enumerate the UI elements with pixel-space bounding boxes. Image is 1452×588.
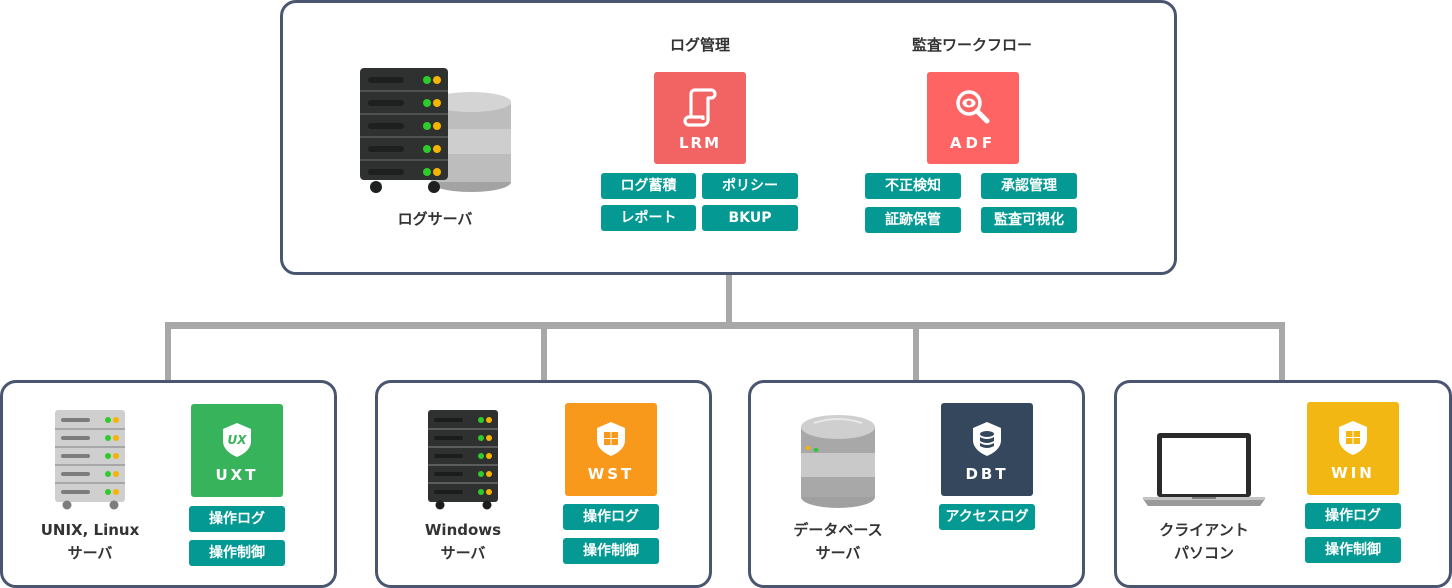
connector-drop-2 <box>541 322 547 382</box>
client-pc-label: クライアント パソコン <box>1134 519 1274 565</box>
ux-shield-icon: UX <box>223 423 251 457</box>
dbt-product-name: DBT <box>965 465 1009 483</box>
lrm-product-name: LRM <box>678 134 722 152</box>
eye-magnifier-icon <box>956 90 990 124</box>
adf-product-name: ADF <box>949 134 997 152</box>
scroll-icon <box>683 88 717 127</box>
windows-server-label-line-1: Windows <box>424 521 502 539</box>
uxt-product-name: UXT <box>215 466 259 484</box>
database-shield-icon <box>973 422 1001 456</box>
unix-linux-label-line-1: UNIX, Linux <box>40 521 140 539</box>
adf-tag-evidence: 証跡保管 <box>865 207 961 233</box>
win-tag-operation-log: 操作ログ <box>1305 503 1401 529</box>
win-product-name: WIN <box>1331 464 1375 482</box>
database-cylinder-icon <box>801 415 875 508</box>
wst-tag-operation-control: 操作制御 <box>563 538 659 564</box>
windows-shield-icon <box>597 422 625 456</box>
database-server-label-line-2: サーバ <box>815 544 861 562</box>
connector-drop-3 <box>913 322 919 382</box>
dbt-tag-access-log: アクセスログ <box>939 504 1035 530</box>
log-server-label: ログサーバ <box>397 210 473 228</box>
connector-bus <box>165 322 1285 329</box>
win-product-tile[interactable]: WIN <box>1307 402 1399 495</box>
lrm-tag-policy: ポリシー <box>702 173 798 199</box>
audit-workflow-title: 監査ワークフロー <box>911 36 1032 54</box>
dbt-product-tile[interactable]: DBT <box>941 403 1033 496</box>
unix-linux-label-line-2: サーバ <box>67 544 113 562</box>
svg-text:UX: UX <box>228 433 248 447</box>
windows-server-label: Windows サーバ <box>393 519 533 565</box>
connector-drop-4 <box>1279 322 1285 382</box>
adf-tag-approval: 承認管理 <box>981 173 1077 199</box>
uxt-product-tile[interactable]: UX UXT <box>191 404 283 497</box>
windows-shield-icon <box>1339 421 1367 455</box>
win-tag-operation-control: 操作制御 <box>1305 537 1401 563</box>
log-management-title: ログ管理 <box>669 36 730 54</box>
windows-server-label-line-2: サーバ <box>440 544 486 562</box>
lrm-tag-backup: BKUP <box>702 205 798 231</box>
laptop-icon <box>1143 433 1265 506</box>
connector-drop-1 <box>165 322 171 382</box>
uxt-tag-operation-control: 操作制御 <box>189 540 285 566</box>
database-server-label: データベース サーバ <box>768 519 908 565</box>
lrm-product-tile[interactable]: LRM <box>654 72 746 164</box>
adf-tag-audit-visualization: 監査可視化 <box>981 207 1077 233</box>
client-pc-label-line-2: パソコン <box>1173 544 1234 562</box>
unix-linux-label: UNIX, Linux サーバ <box>20 519 160 565</box>
adf-product-tile[interactable]: ADF <box>927 72 1019 164</box>
adf-tag-fraud-detection: 不正検知 <box>865 173 961 199</box>
wst-product-tile[interactable]: WST <box>565 403 657 496</box>
connector-trunk <box>726 272 732 326</box>
wst-tag-operation-log: 操作ログ <box>563 504 659 530</box>
lrm-tag-report: レポート <box>601 205 696 231</box>
dark-server-rack-icon <box>428 410 498 510</box>
client-pc-label-line-1: クライアント <box>1159 521 1249 539</box>
server-with-database-icon <box>360 68 511 193</box>
lrm-tag-log-storage: ログ蓄積 <box>601 173 696 199</box>
light-server-rack-icon <box>55 410 125 510</box>
uxt-tag-operation-log: 操作ログ <box>189 506 285 532</box>
wst-product-name: WST <box>587 465 635 483</box>
database-server-label-line-1: データベース <box>793 521 883 539</box>
